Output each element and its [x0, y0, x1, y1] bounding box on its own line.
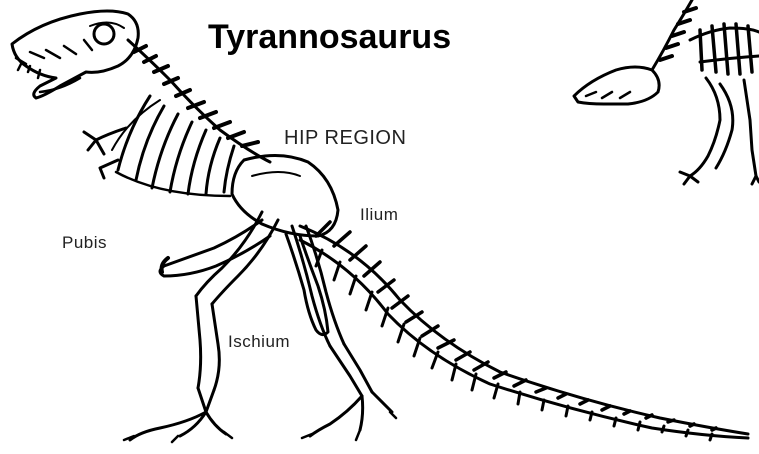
trex-skull — [12, 11, 138, 98]
ischium-label: Ischium — [228, 332, 290, 352]
pubis-label: Pubis — [62, 233, 107, 253]
trex-arm — [84, 128, 126, 178]
hip-region-label: HIP REGION — [284, 127, 406, 150]
diagram-title: Tyrannosaurus — [208, 18, 451, 57]
second-skeleton — [574, 0, 759, 184]
trex-hip — [232, 155, 338, 236]
trex-tail — [300, 222, 748, 440]
ilium-label: Ilium — [360, 205, 398, 225]
